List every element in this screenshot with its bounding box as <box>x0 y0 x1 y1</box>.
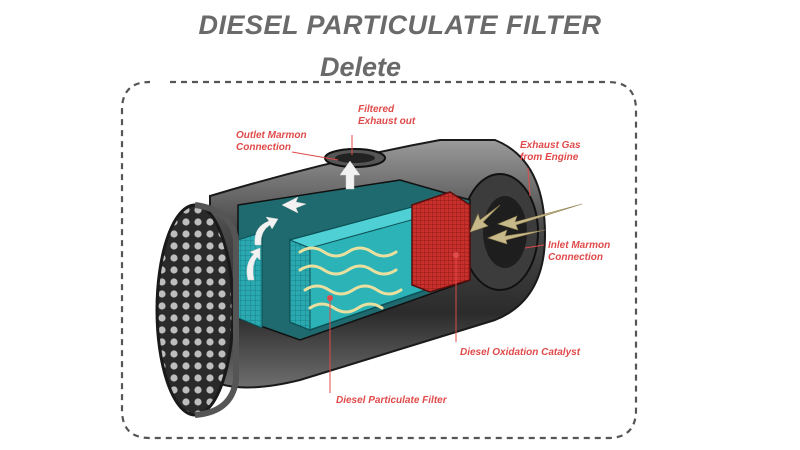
label-inlet-marmon: Inlet Marmon Connection <box>548 240 611 263</box>
label-outlet-marmon: Outlet Marmon Connection <box>236 130 307 153</box>
label-filtered-exhaust: Filtered Exhaust out <box>358 104 416 127</box>
leader-lines <box>291 135 545 393</box>
label-diesel-particulate-filter: Diesel Particulate Filter <box>336 395 447 406</box>
perforated-end-cap <box>155 203 235 417</box>
diagram-subtitle: Delete <box>320 52 402 82</box>
dashed-border <box>120 80 638 440</box>
oxidation-catalyst-block <box>411 191 471 293</box>
exhaust-inflow-arrows <box>469 203 583 245</box>
exhaust-flow-lines <box>298 246 403 314</box>
label-exhaust-gas: Exhaust Gas from Engine <box>520 140 581 163</box>
diagram-title: DIESEL PARTICULATE FILTER <box>198 10 602 40</box>
internal-flow-arrows <box>246 160 361 281</box>
label-diesel-oxidation-catalyst: Diesel Oxidation Catalyst <box>460 347 581 358</box>
